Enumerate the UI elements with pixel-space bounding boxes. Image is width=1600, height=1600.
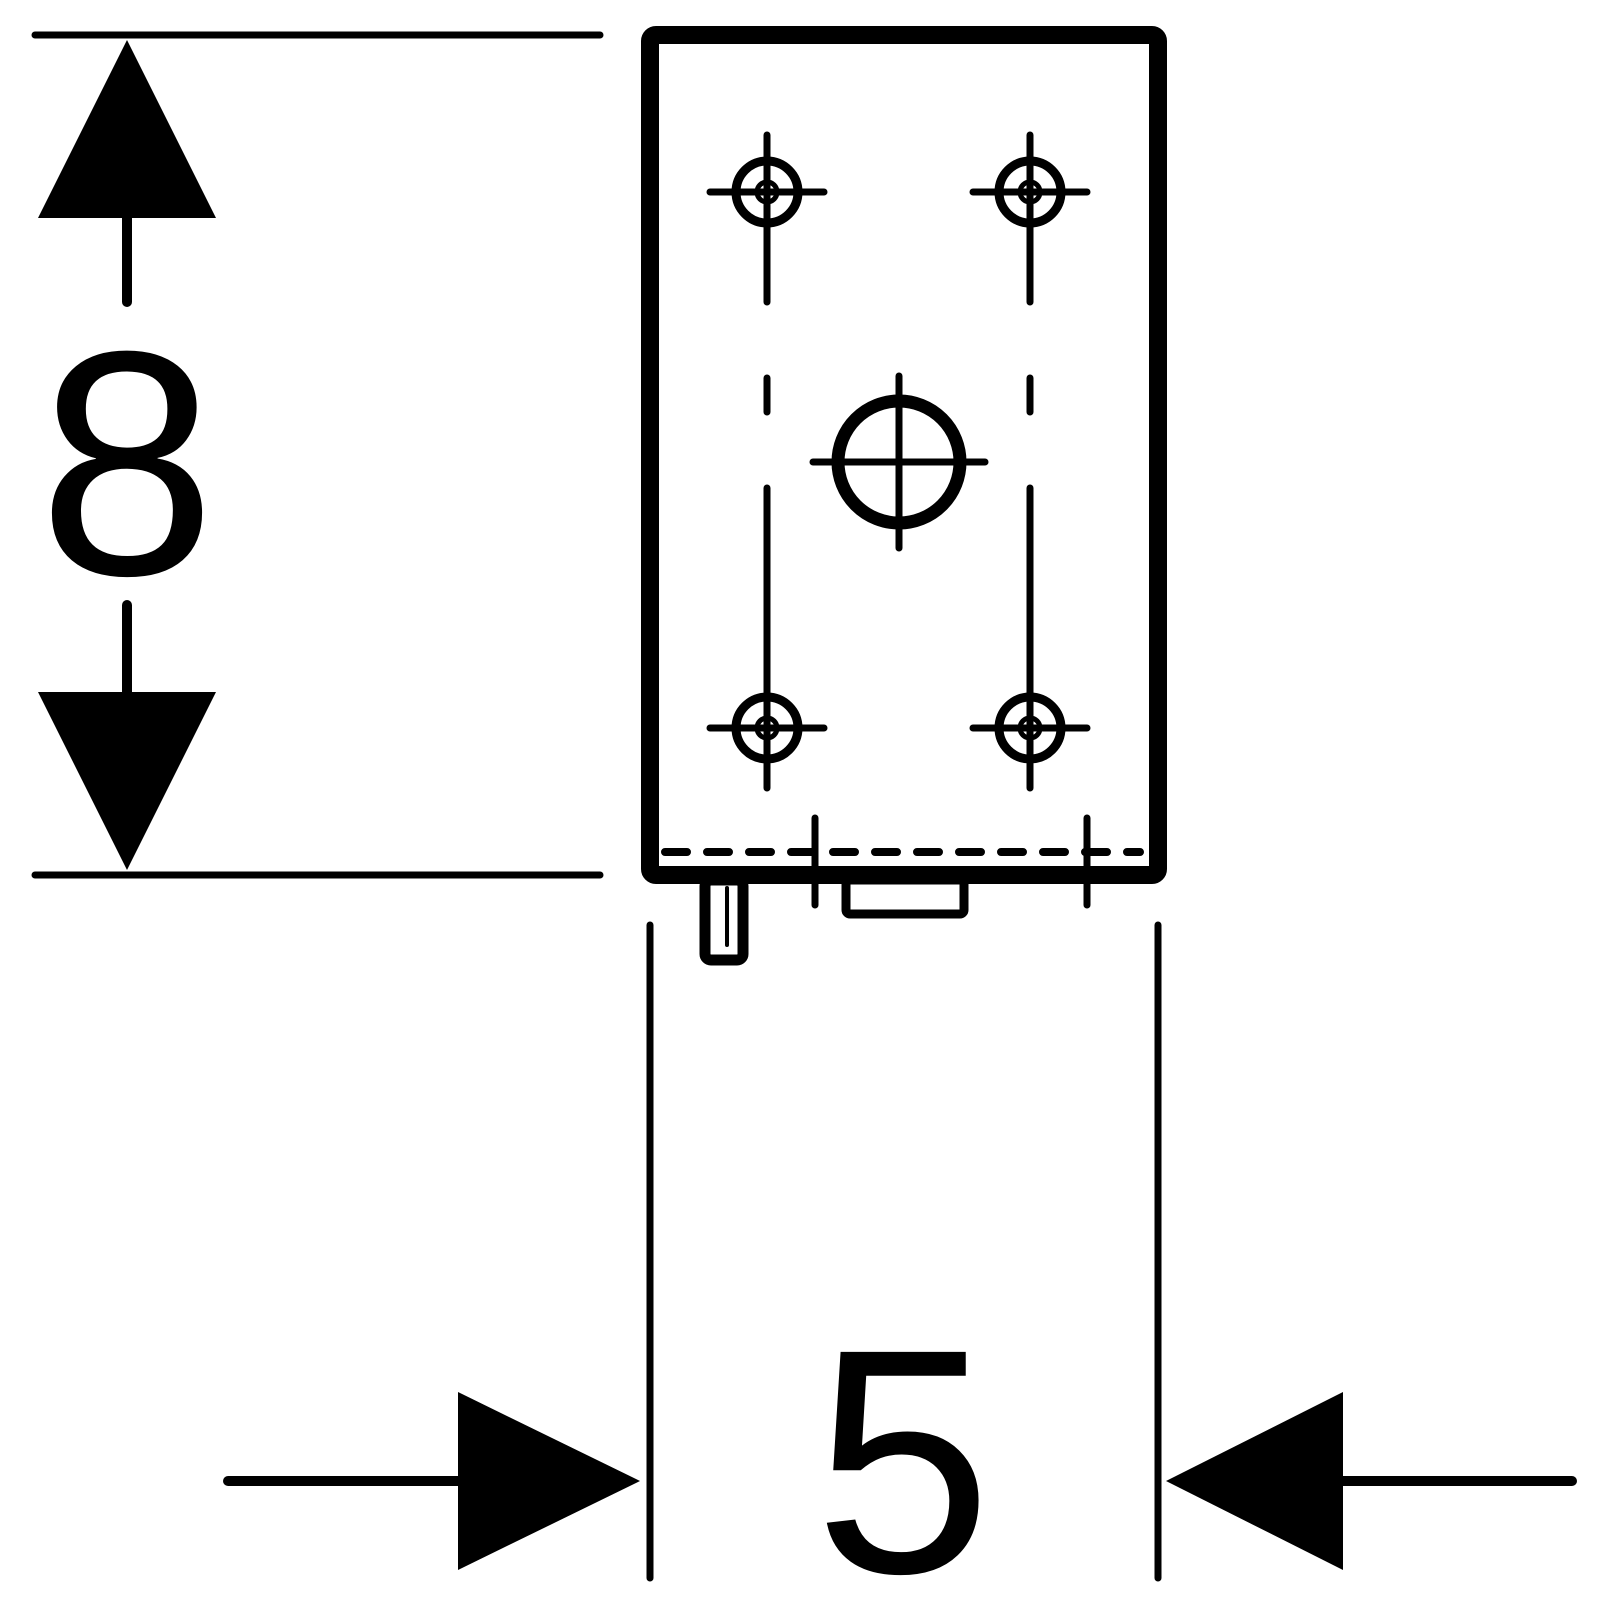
hole-top-left bbox=[706, 156, 828, 228]
hole-bottom-right bbox=[969, 692, 1091, 764]
arrow-right-icon bbox=[458, 1392, 640, 1570]
arrow-up-icon bbox=[38, 40, 216, 218]
bottom-clip bbox=[841, 875, 969, 919]
hole-centre bbox=[809, 372, 989, 552]
hole-bottom-left bbox=[706, 692, 828, 764]
component-outline bbox=[641, 26, 1167, 884]
component-front-view bbox=[641, 26, 1167, 966]
height-dimension-label: 8 bbox=[38, 284, 216, 642]
bottom-pin bbox=[699, 874, 749, 966]
width-dimension: 5 bbox=[223, 921, 1577, 1600]
height-dimension: 8 bbox=[31, 31, 604, 879]
arrow-left-icon bbox=[1166, 1392, 1343, 1570]
arrow-down-icon bbox=[38, 692, 216, 870]
width-dimension-label: 5 bbox=[814, 1282, 992, 1600]
hole-top-right bbox=[969, 156, 1091, 228]
